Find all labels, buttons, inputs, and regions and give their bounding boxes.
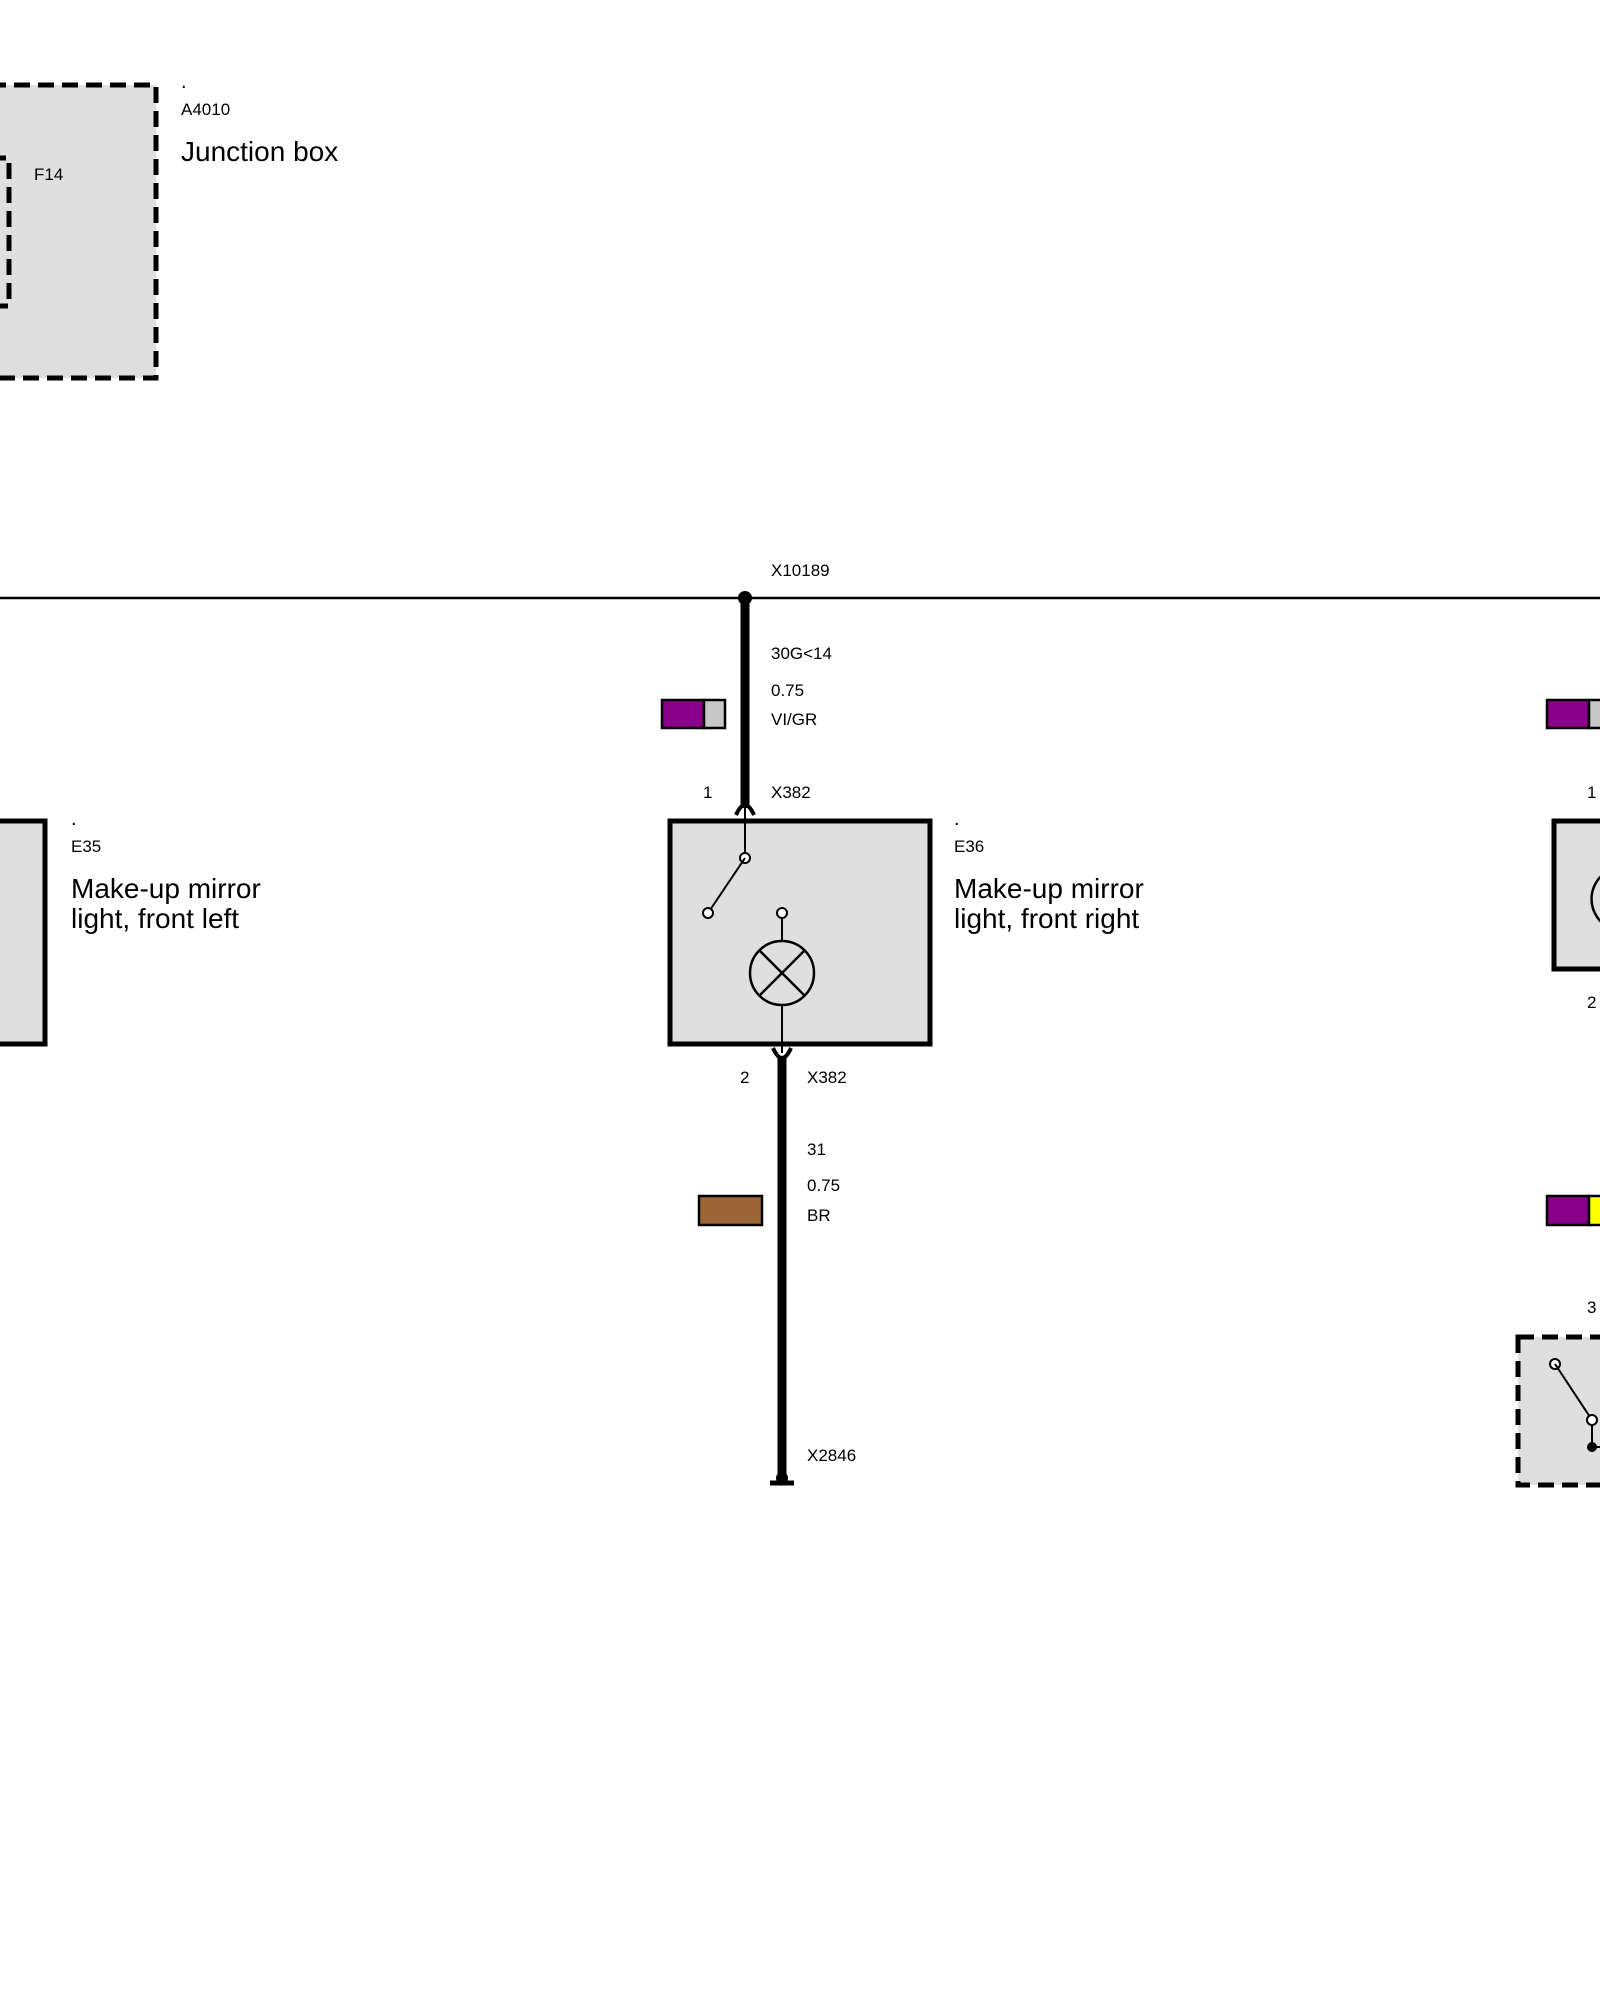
bus-connector-label: X10189: [771, 561, 830, 580]
junction-box-code: A4010: [181, 100, 230, 119]
switch-blade: [707, 857, 746, 914]
left-component-name-line1: Make-up mirror: [71, 873, 261, 904]
junction-box[interactable]: F14: [0, 82, 159, 381]
right-top-color-swatch: [1545, 698, 1600, 730]
wire-top-color-swatch: [660, 698, 727, 730]
wire-bottom-gauge: 0.75: [807, 1176, 840, 1195]
lamp-terminal: [776, 907, 788, 919]
right-pin-switch-label: 3: [1587, 1298, 1596, 1317]
right-switch-module-outline: [1515, 1334, 1600, 1488]
switch-contact-lower: [702, 907, 714, 919]
connector-bottom-label: X382: [807, 1068, 847, 1087]
left-component-dot: .: [71, 808, 77, 830]
fuse-label: F14: [34, 165, 63, 184]
wire-top-color: VI/GR: [771, 710, 817, 729]
wire-top-gauge: 0.75: [771, 681, 804, 700]
connector-top-cup: [734, 803, 756, 816]
right-bottom-color-swatch: [1545, 1194, 1600, 1227]
right-lamp-icon: [1590, 875, 1600, 923]
center-component-box: [667, 818, 933, 1047]
connector-top-label: X382: [771, 783, 811, 802]
left-component-box[interactable]: [0, 818, 48, 1047]
right-component-box[interactable]: [1551, 818, 1600, 972]
right-pin-bottom-label: 2: [1587, 993, 1596, 1012]
center-component-dot: .: [954, 808, 960, 830]
left-component-code: E35: [71, 837, 101, 856]
right-switch-contact-b: [1586, 1414, 1598, 1426]
ground-icon: [770, 1472, 794, 1486]
ground-connector-label: X2846: [807, 1446, 856, 1465]
pin-top-label: 1: [703, 783, 712, 802]
center-component-name-line2: light, front right: [954, 903, 1139, 934]
center-component[interactable]: [667, 808, 933, 1053]
right-switch-blade: [1554, 1363, 1593, 1421]
wire-top-circuit: 30G<14: [771, 644, 832, 663]
center-component-name-line1: Make-up mirror: [954, 873, 1144, 904]
junction-box-outline: [0, 82, 159, 381]
left-component-name-line2: light, front left: [71, 903, 239, 934]
wire-bottom-color: BR: [807, 1206, 831, 1225]
center-component-code: E36: [954, 837, 984, 856]
junction-box-dot: .: [181, 71, 187, 93]
pin-bottom-label: 2: [740, 1068, 749, 1087]
right-switch-module[interactable]: [1515, 1334, 1600, 1488]
wire-bottom-circuit: 31: [807, 1140, 826, 1159]
right-pin-top-label: 1: [1587, 783, 1596, 802]
wire-bottom-color-swatch: [697, 1194, 764, 1227]
junction-box-name: Junction box: [181, 136, 338, 167]
